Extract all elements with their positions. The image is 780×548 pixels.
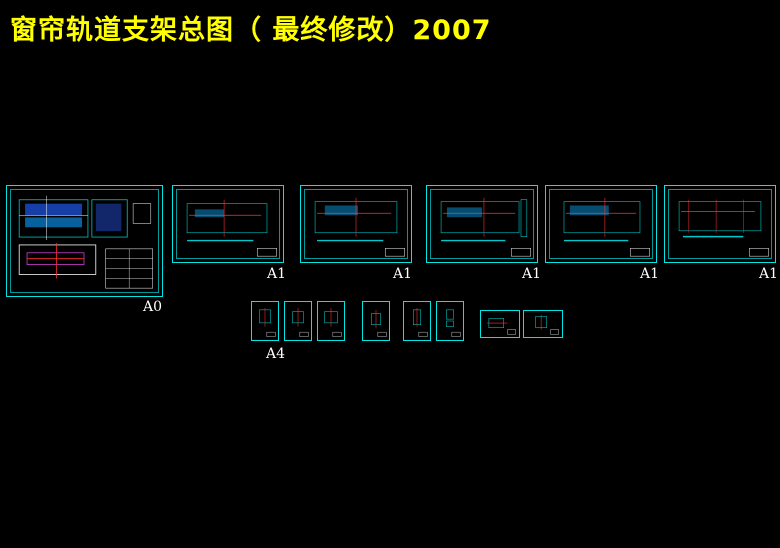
sheet-a4-3[interactable]	[317, 301, 345, 341]
sheet-a4-6[interactable]	[436, 301, 464, 341]
sheet-a1-2[interactable]	[300, 185, 412, 263]
sheet-a4-1[interactable]	[251, 301, 279, 341]
a1-3-drawing	[440, 197, 531, 257]
a1-4-drawing	[563, 197, 650, 257]
sheet-a4-2[interactable]	[284, 301, 312, 341]
sheet-a4-5[interactable]	[403, 301, 431, 341]
sheet-a1-3[interactable]	[426, 185, 538, 263]
sheet-a4-4[interactable]	[362, 301, 390, 341]
size-label-a1-3: A1	[522, 266, 542, 282]
a0-drawing	[18, 195, 154, 289]
a4-7-drawing	[487, 318, 516, 335]
a4-4-drawing	[371, 309, 387, 337]
a1-1-drawing	[186, 199, 277, 257]
sheet-a1-5[interactable]	[664, 185, 776, 263]
size-label-a1-2: A1	[393, 266, 413, 282]
a4-3-drawing	[324, 308, 342, 337]
size-label-a0: A0	[143, 299, 163, 315]
size-label-a1-5: A1	[759, 266, 779, 282]
a4-5-drawing	[413, 308, 428, 337]
a4-6-drawing	[446, 309, 461, 337]
sheet-a4-8[interactable]	[523, 310, 563, 338]
sheet-a1-1[interactable]	[172, 185, 284, 263]
a1-2-drawing	[314, 197, 405, 257]
sheet-a0[interactable]	[6, 185, 163, 297]
sheet-a1-4[interactable]	[545, 185, 657, 263]
sheet-a4-7[interactable]	[480, 310, 520, 338]
a1-5-drawing	[678, 199, 769, 257]
size-label-a1-4: A1	[640, 266, 660, 282]
a4-1-drawing	[259, 308, 276, 337]
drawing-title: 窗帘轨道支架总图（ 最终修改）2007	[10, 15, 492, 46]
a4-8-drawing	[535, 314, 559, 335]
size-label-a4: A4	[266, 346, 286, 362]
size-label-a1-1: A1	[267, 266, 287, 282]
a4-2-drawing	[292, 308, 309, 337]
